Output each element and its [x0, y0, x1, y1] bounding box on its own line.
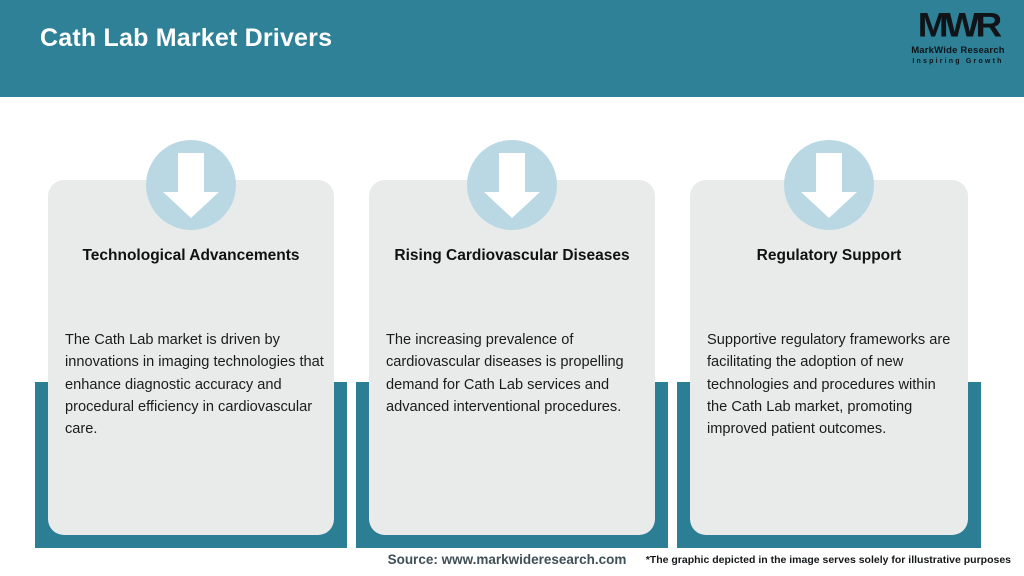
driver-card-rising-cardiovascular-diseases: Rising Cardiovascular Diseases The incre… [369, 180, 655, 535]
logo-acronym: MWR [917, 6, 1002, 44]
arrow-head [484, 192, 540, 218]
card-title: Regulatory Support [756, 247, 902, 264]
source-text: Source: www.markwideresearch.com [387, 552, 627, 567]
arrow-head [163, 192, 219, 218]
card-description: The Cath Lab market is driven by innovat… [65, 332, 324, 438]
arrow-shaft [816, 153, 842, 192]
card-title: Technological Advancements [82, 247, 300, 264]
logo-company-name: MarkWide Research [911, 45, 1005, 56]
page-title: Cath Lab Market Drivers [40, 24, 333, 52]
arrow-head [801, 192, 857, 218]
card-description: Supportive regulatory frameworks are fac… [707, 332, 951, 438]
down-arrow-icon [784, 140, 874, 230]
driver-card-technological-advancements: Technological Advancements The Cath Lab … [48, 180, 334, 535]
arrow-shaft [499, 153, 525, 192]
card-title: Rising Cardiovascular Diseases [394, 247, 630, 264]
down-arrow-icon [146, 140, 236, 230]
card-description: The increasing prevalence of cardiovascu… [386, 332, 624, 415]
logo-tagline: Inspiring Growth [912, 57, 1004, 65]
down-arrow-icon [467, 140, 557, 230]
header-bar: Cath Lab Market Drivers MWR MarkWide Res… [0, 0, 1024, 97]
disclaimer-text: *The graphic depicted in the image serve… [645, 554, 1011, 566]
arrow-shaft [178, 153, 204, 192]
markwide-research-logo: MWR MarkWide Research Inspiring Growth [908, 8, 1008, 65]
driver-card-regulatory-support: Regulatory Support Supportive regulatory… [690, 180, 968, 535]
